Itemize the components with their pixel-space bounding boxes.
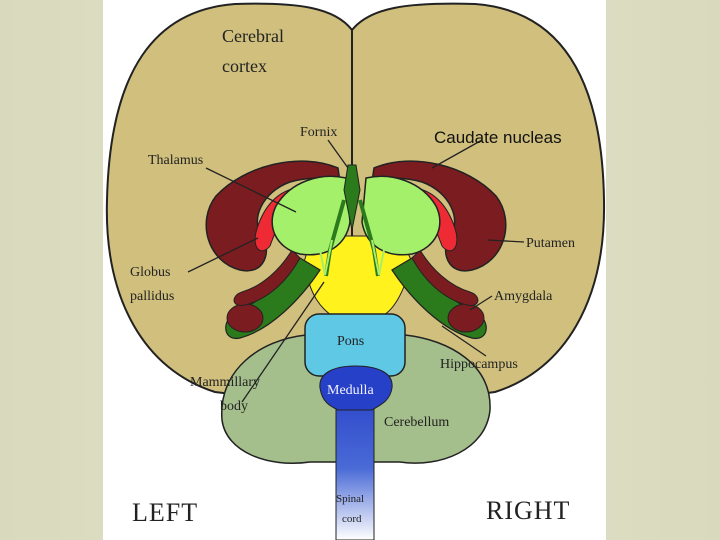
label-cerebellum: Cerebellum: [384, 415, 449, 430]
label-globus: Globus: [130, 265, 170, 280]
label-putamen: Putamen: [526, 236, 575, 251]
label-thalamus: Thalamus: [148, 153, 203, 168]
label-mammillary: Mammillary: [190, 375, 260, 390]
amygdala-right: [447, 303, 485, 333]
label-caudate-nucleas: Caudate nucleas: [434, 128, 562, 147]
label-right: RIGHT: [486, 496, 570, 525]
label-body: body: [220, 399, 248, 414]
mammillary-right: [371, 239, 387, 276]
label-medulla: Medulla: [327, 383, 374, 398]
label-cord: cord: [342, 513, 362, 525]
label-cortex: cortex: [222, 56, 267, 76]
label-amygdala: Amygdala: [494, 289, 553, 304]
label-spinal: Spinal: [336, 493, 364, 505]
thalamus-left: [271, 175, 351, 256]
label-cerebral: Cerebral: [222, 26, 284, 46]
label-hippocampus: Hippocampus: [440, 357, 518, 372]
caudate-tail-left: [233, 249, 301, 306]
mammillary-left: [317, 239, 333, 276]
caudate-left: [205, 160, 341, 272]
label-pallidus: pallidus: [130, 289, 174, 304]
medulla: [319, 365, 393, 411]
leader-lines: [187, 139, 525, 403]
label-fornix: Fornix: [300, 125, 337, 140]
amygdala-left: [226, 303, 264, 333]
caudate-right: [371, 160, 507, 272]
label-pons: Pons: [337, 334, 364, 349]
fornix: [343, 164, 361, 231]
label-left: LEFT: [132, 498, 198, 527]
caudate-tail-right: [411, 249, 479, 306]
thalamus-right: [361, 175, 441, 256]
